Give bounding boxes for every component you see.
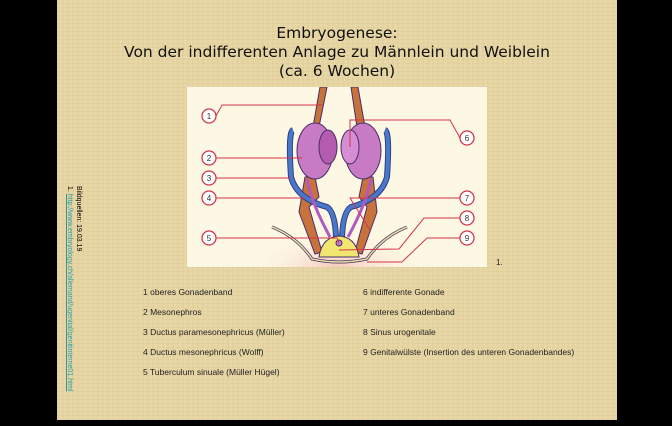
legend-item: 5 Tuberculum sinuale (Müller Hügel)	[143, 367, 280, 377]
legend-item: 8 Sinus urogenitale	[363, 327, 436, 337]
callout-number: 9	[465, 234, 470, 243]
source-label: Bildquellen: 19.03.19	[75, 186, 82, 252]
title-line-1: Embryogenese:	[276, 24, 398, 42]
callout-number: 8	[465, 214, 470, 223]
callout-circle	[459, 210, 475, 226]
slide-title: Embryogenese: Von der indifferenten Anla…	[57, 24, 617, 81]
upper-band-right	[350, 86, 366, 128]
title-line-3: (ca. 6 Wochen)	[278, 62, 396, 80]
callout-circle	[201, 108, 217, 124]
legend-item: 9 Genitalwülste (Insertion des unteren G…	[363, 347, 575, 357]
callout-number: 1	[207, 112, 212, 121]
callout-number: 6	[465, 134, 470, 143]
callout-circle	[459, 190, 475, 206]
callout-circle	[201, 170, 217, 186]
legend-item: 2 Mesonephros	[143, 307, 202, 317]
callout-number: 3	[207, 174, 212, 183]
source-item-number: 1.	[66, 186, 73, 192]
figure-number: 1.	[496, 258, 503, 267]
legend-item: 3 Ductus paramesonephricus (Müller)	[143, 327, 285, 337]
callout-circle	[459, 230, 475, 246]
callout-number: 7	[465, 194, 470, 203]
legend-item: 6 indifferente Gonade	[363, 287, 445, 297]
upper-band-left	[312, 86, 328, 128]
legend-item: 7 unteres Gonadenband	[363, 307, 455, 317]
image-sources: Bildquellen: 19.03.19 1. http://www.embr…	[65, 186, 83, 426]
callout-number: 5	[207, 234, 212, 243]
callout-number: 2	[207, 154, 212, 163]
embryology-diagram: 1 2 3 4 5 6 7 8 9	[187, 86, 487, 267]
callout-number: 4	[207, 194, 212, 203]
slide: Embryogenese: Von der indifferenten Anla…	[57, 0, 617, 420]
source-link[interactable]: http://www.embryology.ch/allemand/ugenit…	[66, 193, 73, 392]
title-line-2: Von der indifferenten Anlage zu Männlein…	[124, 43, 550, 61]
legend-item: 1 oberes Gonadenband	[143, 287, 233, 297]
callout-circle	[459, 130, 475, 146]
callout-circle	[201, 190, 217, 206]
callout-circle	[201, 230, 217, 246]
legend-item: 4 Ductus mesonephricus (Wolff)	[143, 347, 264, 357]
callout-circle	[201, 150, 217, 166]
